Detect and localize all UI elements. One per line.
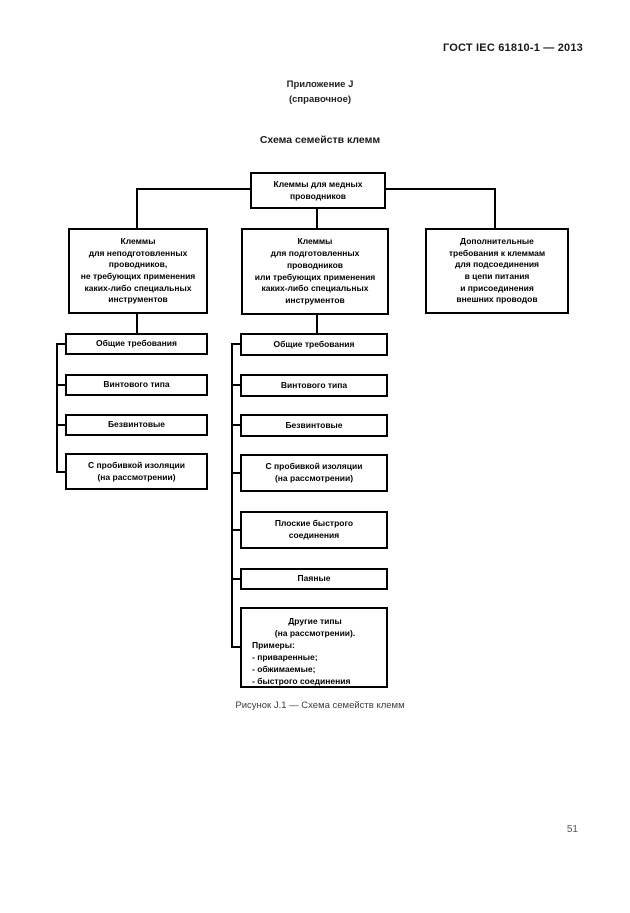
annex-subtitle: (справочное) xyxy=(288,93,352,105)
annex-title: Приложение J xyxy=(286,79,354,90)
connector-line xyxy=(231,578,241,580)
node-mid-screw-type: Винтового типа xyxy=(240,374,388,397)
connector-line xyxy=(56,343,58,473)
connector-line xyxy=(231,529,241,531)
connector-line xyxy=(231,384,241,386)
node-prepared-conductor-terminals: Клеммы для подготовленных проводников ил… xyxy=(241,228,389,315)
connector-line xyxy=(316,315,318,333)
connector-line xyxy=(56,384,66,386)
connector-line xyxy=(136,313,138,333)
standard-number-header: ГОСТ IEC 61810-1 — 2013 xyxy=(442,42,583,54)
connector-line xyxy=(231,646,241,648)
node-mid-soldered: Паяные xyxy=(240,568,388,590)
node-left-screw-type: Винтового типа xyxy=(65,374,208,396)
node-mid-general-requirements: Общие требования xyxy=(240,333,388,356)
annex-heading: Приложение J (справочное) xyxy=(10,78,630,107)
connector-line xyxy=(316,208,318,228)
node-unprepared-conductor-terminals: Клеммы для неподготовленных проводников,… xyxy=(68,228,208,314)
page-number: 51 xyxy=(566,824,578,835)
connector-line xyxy=(56,424,66,426)
node-left-screwless: Безвинтовые xyxy=(65,414,208,436)
connector-line xyxy=(56,343,66,345)
connector-line xyxy=(56,471,66,473)
connector-line xyxy=(231,343,233,648)
other-types-title: Другие типы (на рассмотрении). xyxy=(274,616,356,638)
connector-line xyxy=(136,188,138,228)
node-copper-conductor-terminals: Клеммы для медных проводников xyxy=(250,172,386,209)
connector-line xyxy=(136,188,252,190)
node-left-insulation-piercing: С пробивкой изоляции (на рассмотрении) xyxy=(65,453,208,490)
connector-line xyxy=(231,424,241,426)
connector-line xyxy=(384,188,496,190)
connector-line xyxy=(231,343,241,345)
diagram-title: Схема семейств клемм xyxy=(259,134,381,146)
other-types-examples: Примеры: - приваренные; - обжимаемые; - … xyxy=(252,640,351,686)
connector-line xyxy=(231,472,241,474)
node-mid-other-types: Другие типы (на рассмотрении). Примеры: … xyxy=(240,607,388,688)
node-additional-requirements: Дополнительные требования к клеммам для … xyxy=(425,228,569,314)
node-mid-insulation-piercing: С пробивкой изоляции (на рассмотрении) xyxy=(240,454,388,492)
node-left-general-requirements: Общие требования xyxy=(65,333,208,355)
node-mid-screwless: Безвинтовые xyxy=(240,414,388,437)
figure-caption: Рисунок J.1 — Схема семейств клемм xyxy=(235,700,405,711)
connector-line xyxy=(494,188,496,228)
node-mid-flat-quick-connect: Плоские быстрого соединения xyxy=(240,511,388,549)
